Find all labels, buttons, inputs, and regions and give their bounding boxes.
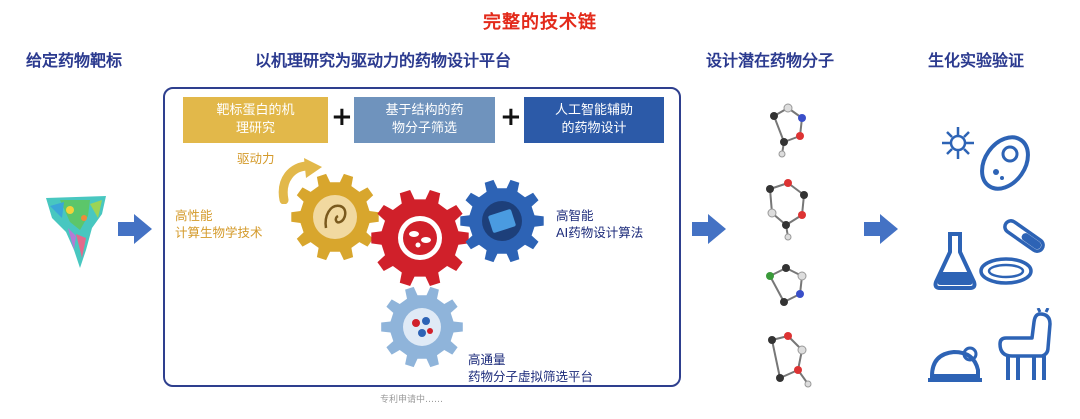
mouse-icon <box>928 346 982 382</box>
molecule-icon <box>766 179 808 241</box>
cell-icon <box>980 135 1030 191</box>
plus-sign: + <box>500 102 522 132</box>
arrow-right-icon <box>864 214 898 244</box>
box-ai-design: 人工智能辅助的药物设计 <box>524 97 664 143</box>
arrow-right-icon <box>692 214 726 244</box>
gear-red-icon <box>371 190 469 286</box>
label-line: AI药物设计算法 <box>556 225 644 240</box>
label-line: 高通量 <box>468 352 506 367</box>
box-line: 人工智能辅助 <box>554 103 633 118</box>
box-target-mechanism: 靶标蛋白的机理研究 <box>183 97 328 143</box>
molecule-icon <box>770 103 806 158</box>
label-hpc: 高性能 计算生物学技术 <box>175 207 263 241</box>
column-title-target: 给定药物靶标 <box>26 51 123 70</box>
protein-target-icon <box>46 196 106 268</box>
column-title-molecules: 设计潜在药物分子 <box>706 51 835 70</box>
plus-sign: + <box>331 102 353 132</box>
label-screening: 高通量 药物分子虚拟筛选平台 <box>468 351 593 385</box>
column-title-validation: 生化实验验证 <box>928 51 1025 70</box>
label-ai: 高智能 AI药物设计算法 <box>556 207 643 241</box>
box-line: 物分子筛选 <box>391 121 457 136</box>
footnote: 专利申请中…… <box>380 395 444 405</box>
label-line: 计算生物学技术 <box>175 225 263 240</box>
gear-blue-icon <box>460 179 544 263</box>
molecule-icon <box>766 264 807 306</box>
box-line: 靶标蛋白的机 <box>216 103 295 118</box>
molecule-icon <box>768 332 812 388</box>
platform-frame <box>163 87 681 387</box>
box-line: 的药物设计 <box>561 121 627 136</box>
gear-lightblue-icon <box>381 286 463 368</box>
virus-icon <box>942 127 974 159</box>
curved-arrow-icon <box>278 158 322 204</box>
test-tube-icon <box>1003 219 1045 253</box>
flask-icon <box>933 232 977 290</box>
box-structure-screening: 基于结构的药物分子筛选 <box>354 97 495 143</box>
diagram-title: 完整的技术链 <box>483 12 597 33</box>
box-line: 理研究 <box>235 121 275 136</box>
petri-dish-icon <box>979 257 1033 285</box>
drive-label: 驱动力 <box>237 151 275 166</box>
column-title-platform: 以机理研究为驱动力的药物设计平台 <box>255 51 512 70</box>
arrow-right-icon <box>118 214 152 244</box>
gear-gold-icon <box>291 173 379 261</box>
label-line: 高性能 <box>175 208 213 223</box>
label-line: 高智能 <box>556 208 594 223</box>
alpaca-icon <box>998 308 1052 380</box>
box-line: 基于结构的药 <box>385 103 464 118</box>
label-line: 药物分子虚拟筛选平台 <box>468 369 594 384</box>
